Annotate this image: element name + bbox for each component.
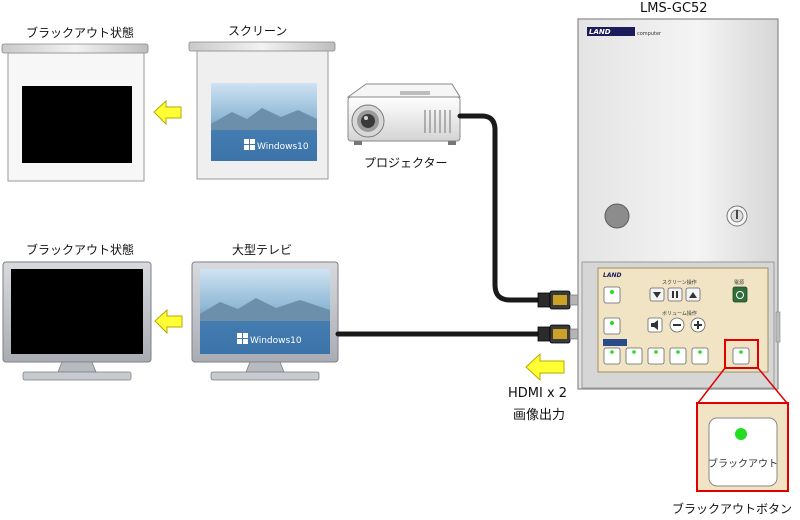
hdmi-plug-top: [537, 290, 579, 310]
power-button[interactable]: [732, 286, 748, 303]
windows-logo-icon: [244, 139, 255, 150]
windows-logo-icon: [237, 333, 248, 344]
screen-os-text-top: Windows10: [257, 142, 309, 152]
screen-os-text-bottom: Windows10: [250, 336, 302, 346]
preset-button-3[interactable]: [647, 347, 665, 365]
device-brand-sub: computer: [637, 31, 662, 37]
preset-button-1[interactable]: [603, 347, 621, 365]
input-switch-button[interactable]: [603, 317, 621, 335]
hdmi-cables: [335, 113, 543, 337]
volume-label: ボリューム操作: [662, 310, 697, 317]
screen-mode-button[interactable]: [603, 286, 621, 304]
projector: [346, 83, 461, 145]
cabinet-knob: [604, 203, 630, 229]
volume-down-button[interactable]: [669, 317, 685, 333]
hdmi-output-label-line1: HDMI x 2: [508, 386, 568, 401]
left-arrow-bottom-icon: [154, 308, 183, 335]
preset-button-2[interactable]: [625, 347, 643, 365]
large-tv: Windows10: [191, 261, 339, 381]
blackout-button-zoom: ブラックアウト: [696, 402, 789, 492]
projector-label: プロジェクター: [364, 156, 448, 170]
preset-button-5[interactable]: [691, 347, 709, 365]
hdmi-plug-bottom: [537, 324, 579, 344]
panel-blackout-button[interactable]: [732, 347, 750, 365]
large-tv-label: 大型テレビ: [232, 243, 293, 257]
blackout-button-caption: ブラックアウトボタン: [672, 502, 793, 516]
blackout-state-label-bottom: ブラックアウト状態: [26, 243, 135, 257]
blackout-tv: [2, 261, 152, 381]
control-panel: LAND スクリーン操作 電源 ボリューム操作 記憶呼出: [597, 267, 769, 373]
screen-label: スクリーン: [228, 24, 288, 38]
blackout-state-label-top: ブラックアウト状態: [26, 26, 135, 40]
callout-lines: [697, 367, 788, 404]
blackout-key-text: ブラックアウト: [708, 457, 778, 470]
hdmi-output-arrow-icon: [525, 352, 565, 382]
hdmi-cable-projector: [457, 113, 543, 303]
device-model-label: LMS-GC52: [640, 1, 708, 16]
screen-stop-button[interactable]: [667, 287, 683, 302]
preset-button-4[interactable]: [669, 347, 687, 365]
blackout-led-icon: [735, 428, 747, 440]
left-arrow-top-icon: [153, 99, 182, 126]
screen-down-button[interactable]: [649, 287, 665, 302]
screen-up-button[interactable]: [685, 287, 701, 302]
volume-up-button[interactable]: [690, 317, 706, 333]
blackout-highlight-frame: [724, 339, 759, 369]
mute-button[interactable]: [647, 317, 663, 333]
blackout-projection-screen: [1, 43, 149, 182]
power-label: 電源: [734, 279, 744, 286]
panel-brand-text: LAND: [603, 272, 621, 279]
projection-screen: Windows10: [188, 41, 336, 180]
hdmi-output-label-line2: 画像出力: [513, 408, 566, 423]
device-brand-text: LAND: [589, 28, 611, 36]
key-lock-icon: [726, 205, 748, 227]
screen-control-label: スクリーン操作: [662, 279, 697, 286]
